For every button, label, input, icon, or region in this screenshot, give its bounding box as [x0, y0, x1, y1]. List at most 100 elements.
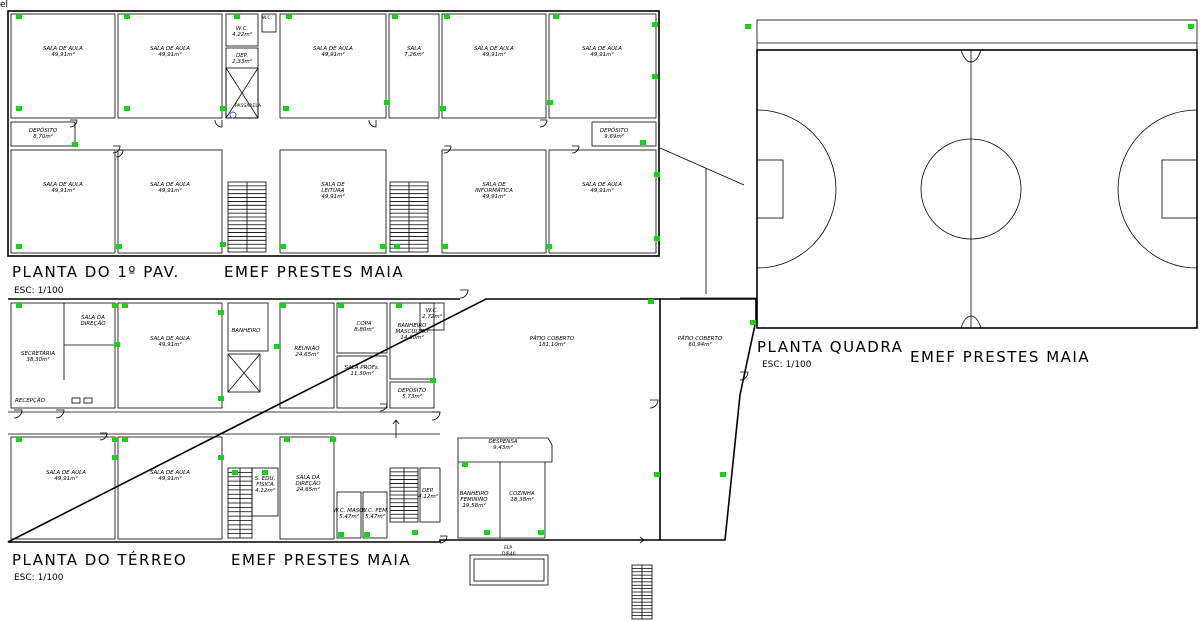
court-gate-top: [960, 49, 982, 63]
upper-room-area: 49,91m²: [321, 193, 345, 200]
court-gate-bottom: [960, 315, 982, 329]
ground-room-area: 14,80m²: [400, 334, 424, 341]
stair-treads: [228, 468, 252, 538]
door-swing: [112, 145, 121, 154]
court-school: EMEF PRESTES MAIA: [910, 348, 1090, 366]
ground-room-name: DESPENSA: [488, 439, 518, 445]
ground-room-name: DIREÇÃO: [80, 320, 106, 327]
cad-marker: [16, 14, 22, 19]
corner-label: el: [0, 0, 9, 10]
door-swing: [13, 409, 23, 419]
room-outline: [279, 436, 335, 540]
cad-marker: [283, 106, 289, 111]
upper-room-area: 4,22m²: [232, 31, 253, 38]
cad-marker: [262, 470, 268, 475]
cad-marker: [124, 106, 130, 111]
ground-room-area: 2,72m²: [422, 313, 443, 320]
room-outline: [227, 302, 269, 352]
cad-marker: [274, 344, 280, 349]
room-outline: [389, 302, 435, 380]
room-outline: [261, 13, 277, 33]
ground-room-area: 49,91m²: [158, 475, 182, 482]
room-outline: [117, 302, 223, 409]
upper-room-area: 49,91m²: [51, 187, 75, 194]
room-outline: [469, 554, 549, 586]
door-swing: [443, 145, 452, 154]
upper-room-name: DEP.: [236, 53, 248, 59]
ground-room-area: 181,10m²: [539, 341, 567, 348]
cad-marker: [442, 244, 448, 249]
cad-marker: [116, 244, 122, 249]
upper-floor-school: EMEF PRESTES MAIA: [224, 263, 404, 281]
ground-room-name: SALA DA: [81, 315, 105, 321]
ground-floor-scale: ESC: 1/100: [14, 573, 64, 583]
court-bench-area: [756, 19, 1198, 51]
door-swing: [379, 403, 388, 412]
wc-small-label: W.C.: [262, 15, 272, 21]
door-swing: [431, 411, 441, 421]
upper-room-area: 49,91m²: [590, 51, 614, 58]
door-swing: [115, 149, 124, 158]
cad-marker: [654, 472, 660, 477]
upper-room-area: 49,91m²: [51, 51, 75, 58]
upper-room-name: SALA DE AULA: [313, 46, 353, 52]
cad-marker: [484, 530, 490, 535]
upper-floor-scale: ESC: 1/100: [14, 286, 64, 296]
ground-room-area: 5,47m²: [339, 513, 360, 520]
ground-room-name: SALA DE AULA: [150, 336, 190, 342]
cad-marker: [364, 532, 370, 537]
court-plan: PLANTA QUADRA EMEF PRESTES MAIA ESC: 1/1…: [659, 19, 1198, 370]
upper-room-name: SALA DE AULA: [43, 46, 83, 52]
cad-marker: [648, 299, 654, 304]
ground-room-name: DEP.: [422, 488, 434, 494]
ground-room-name: SALA PROFs.: [344, 365, 379, 371]
upper-room-area: 49,91m²: [158, 51, 182, 58]
cad-marker: [16, 244, 22, 249]
room-outline: [279, 302, 335, 409]
ground-room-name: DEPÓSITO: [398, 387, 427, 394]
ground-room-name: W.C. MASC.: [333, 508, 365, 514]
door-swing: [539, 119, 548, 128]
ground-room-area: 5,73m²: [402, 393, 423, 400]
cad-marker: [280, 244, 286, 249]
passarela-label: PASSARELA: [235, 103, 262, 109]
upper-room-name: SALA: [407, 46, 421, 52]
upper-room-name: SALA DE AULA: [150, 182, 190, 188]
cad-marker: [652, 74, 658, 79]
accessibility-symbol: [229, 111, 237, 119]
cad-marker: [280, 303, 286, 308]
cad-marker: [547, 100, 553, 105]
cad-marker: [220, 106, 226, 111]
cad-marker: [392, 14, 398, 19]
ground-floor-title: PLANTA DO TÉRREO: [12, 550, 187, 569]
upper-room-area: 49,91m²: [321, 51, 345, 58]
room-outline: [548, 149, 657, 254]
ground-room-name: W.C. FEM.: [361, 508, 388, 514]
covered-patio-outline: [660, 298, 757, 541]
cad-marker: [750, 320, 756, 325]
room-outline: [117, 13, 223, 119]
cad-marker: [745, 24, 751, 29]
cad-marker: [654, 172, 660, 177]
upper-floor-outline: [7, 10, 660, 257]
cad-marker: [122, 437, 128, 442]
cad-marker: [330, 437, 336, 442]
ground-room-name: COZINHA: [509, 491, 535, 497]
cad-marker: [1188, 24, 1194, 29]
door-swing: [69, 119, 78, 128]
ground-room-name: RECEPÇÃO: [15, 397, 46, 404]
ground-room-name: PÁTIO COBERTO: [678, 335, 723, 342]
ground-room-name: DIREÇÃO: [295, 480, 321, 487]
ground-room-name: MASCULINO: [396, 329, 430, 335]
kitchen-block-outline: [457, 437, 553, 539]
room-outline: [419, 467, 441, 523]
ground-room-area: 24,65m²: [296, 486, 320, 493]
cad-marker: [444, 14, 450, 19]
ground-room-name: REUNIÃO: [294, 345, 320, 352]
door-swing: [571, 145, 580, 154]
upper-room-area: 2,33m²: [232, 58, 253, 65]
cad-marker: [654, 236, 660, 241]
upper-floor-title: PLANTA DO 1º PAV.: [12, 263, 180, 281]
cad-marker: [546, 244, 552, 249]
